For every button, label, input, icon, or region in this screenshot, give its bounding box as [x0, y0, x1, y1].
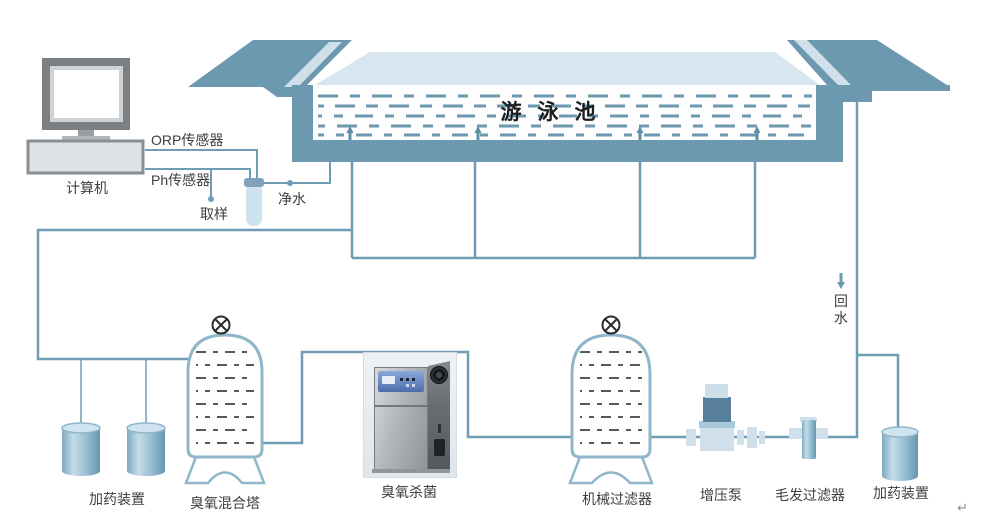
clean-water-flow-dot	[287, 180, 293, 186]
cabinet-seam	[374, 405, 429, 407]
water-waves	[318, 94, 812, 137]
sensor-vessel-cap	[244, 178, 264, 187]
booster-pump	[686, 384, 765, 451]
mechanical-filter-label: 机械过滤器	[582, 491, 652, 507]
inlet-arrow-icon	[636, 126, 644, 140]
computer-label: 计算机	[66, 180, 108, 196]
tower-fill-lines	[196, 351, 254, 444]
filter-fill-lines	[580, 351, 642, 444]
monitor-screen	[54, 70, 119, 118]
inlet-arrow-icon	[474, 126, 482, 140]
pool-water	[313, 85, 816, 140]
ph-sensor-line	[145, 168, 251, 179]
hair-filter-flange	[789, 428, 802, 439]
sample-point-dot	[208, 196, 214, 202]
motor-cap	[705, 384, 728, 398]
drum-top	[126, 422, 166, 434]
fan-icon	[430, 366, 448, 384]
dosing-device-left	[61, 422, 166, 476]
dosing-right-label: 加药装置	[873, 485, 929, 501]
pump-flange	[686, 429, 696, 446]
monitor-stand	[78, 130, 94, 136]
swimming-pool	[188, 40, 950, 162]
dosing-device-right	[881, 426, 919, 481]
sensor-vessel-body	[246, 184, 262, 226]
booster-pump-label: 增压泵	[700, 487, 742, 503]
deck-right-lip	[843, 85, 950, 91]
cabinet-base	[372, 469, 450, 473]
sample-label: 取样	[200, 206, 228, 222]
supply-pipe	[36, 228, 352, 361]
hair-filter	[789, 417, 828, 459]
inlet-arrow-icon	[753, 126, 761, 140]
pump-flange	[747, 427, 757, 448]
computer-case	[26, 139, 145, 175]
pump-motor	[703, 397, 731, 422]
paragraph-return-mark: ↵	[957, 500, 968, 515]
pool-wall-right-outer	[843, 90, 872, 102]
hair-filter-body	[802, 420, 816, 459]
mechanical-filter	[568, 315, 654, 485]
tower-vessel	[186, 333, 264, 459]
drum-top	[61, 422, 101, 434]
sensor-vessel	[244, 178, 264, 226]
drum-body	[62, 428, 100, 476]
drum-body	[127, 428, 165, 476]
control-panel	[378, 371, 424, 392]
hair-filter-cap	[800, 417, 817, 422]
valve-icon	[211, 315, 231, 335]
process-pipe	[262, 102, 859, 445]
valve-icon	[601, 315, 621, 335]
hair-filter-label: 毛发过滤器	[775, 487, 845, 503]
cabinet-fittings	[434, 439, 445, 456]
pool-floor	[292, 140, 843, 162]
pool-surface	[315, 52, 820, 85]
deck-left-highlight	[284, 42, 342, 87]
clean-water-label: 净水	[278, 191, 306, 207]
ozone-generator-photo	[363, 352, 457, 478]
panel-buttons	[400, 378, 403, 381]
return-water-label: 回水	[834, 293, 848, 326]
clean-water-line	[262, 161, 331, 184]
inlet-arrow-icon	[346, 126, 354, 140]
drum-top	[881, 426, 919, 438]
return-flow-arrow-icon	[837, 273, 845, 289]
pool-deck-left	[188, 40, 352, 87]
hair-filter-flange	[815, 428, 828, 439]
monitor-base	[62, 136, 110, 141]
ozone-generator-label: 臭氧杀菌	[381, 484, 437, 500]
pump-coupling	[737, 430, 744, 445]
ph-sensor-label: Ph传感器	[151, 172, 211, 188]
orp-sensor-label: ORP传感器	[151, 132, 224, 148]
computer	[26, 58, 145, 175]
orp-sensor-line	[145, 149, 258, 179]
inlet-flow-arrows	[346, 126, 761, 140]
dosing-branch-pipe	[857, 353, 900, 428]
pump-flange	[759, 431, 765, 444]
pipe-network	[36, 102, 900, 445]
ozone-tower-label: 臭氧混合塔	[190, 495, 260, 511]
ozone-mixing-tower	[184, 315, 266, 485]
panel-display	[382, 376, 395, 384]
filter-vessel	[570, 333, 652, 459]
drum-body	[882, 432, 918, 481]
motor-base	[699, 421, 735, 428]
pump-housing	[700, 426, 734, 451]
pool-label: 游泳池	[500, 101, 612, 124]
deck-right-highlight	[794, 40, 851, 85]
dosing-left-label: 加药装置	[89, 491, 145, 507]
